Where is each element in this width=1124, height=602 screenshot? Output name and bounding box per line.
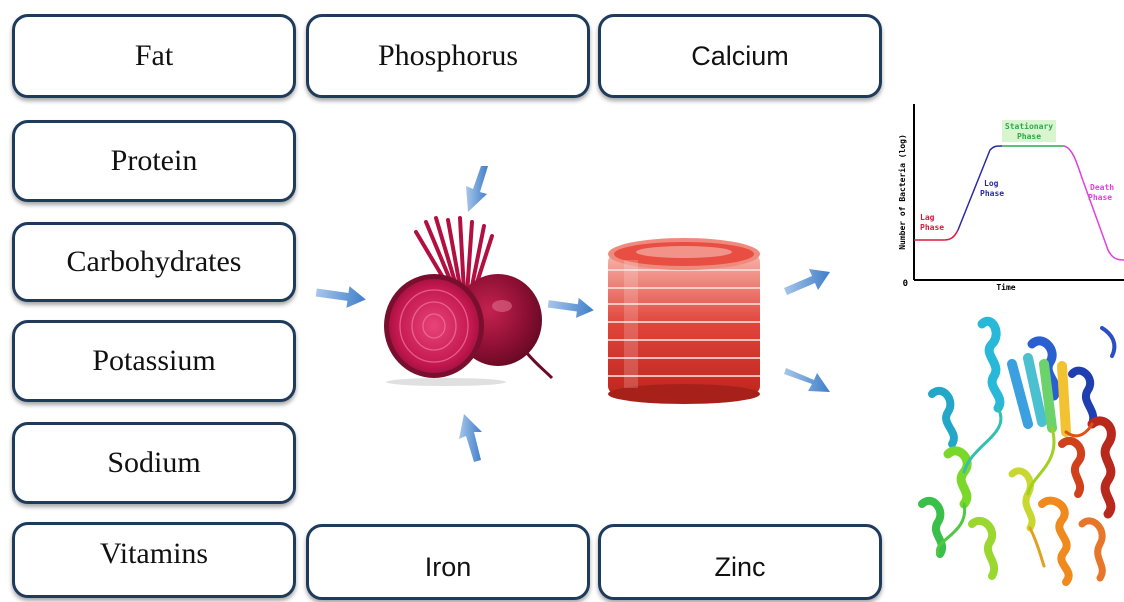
nutrient-box-fat: Fat: [12, 14, 296, 98]
nutrient-label: Iron: [425, 552, 472, 583]
nutrient-box-vitamins: Vitamins: [12, 522, 296, 598]
nutrient-box-sodium: Sodium: [12, 422, 296, 504]
nutrient-label: Calcium: [691, 41, 789, 72]
nutrient-box-calcium: Calcium: [598, 14, 882, 98]
nutrient-label: Phosphorus: [378, 39, 518, 73]
nutrient-box-phosphorus: Phosphorus: [306, 14, 590, 98]
nutrient-box-iron: Iron: [306, 524, 590, 600]
blue-arrow-icon: [452, 414, 486, 462]
blue-arrow-icon: [784, 266, 830, 296]
protein-ribbon-structure-image: [912, 304, 1122, 598]
petri-dish-stack-image: [604, 236, 764, 406]
blue-arrow-icon: [462, 166, 494, 214]
nutrient-label: Protein: [111, 144, 198, 178]
blue-arrow-icon: [786, 362, 832, 394]
nutrient-label: Zinc: [714, 552, 765, 583]
x-axis-label: Time: [996, 282, 1015, 292]
nutrient-label: Carbohydrates: [67, 245, 242, 279]
nutrient-label: Potassium: [92, 344, 215, 378]
origin-label: 0: [903, 279, 908, 289]
beetroot-image: [376, 216, 561, 386]
nutrient-box-zinc: Zinc: [598, 524, 882, 600]
nutrient-box-protein: Protein: [12, 120, 296, 202]
nutrient-box-potassium: Potassium: [12, 320, 296, 402]
nutrient-label: Sodium: [107, 446, 200, 480]
log-phase-curve: [958, 146, 1002, 230]
nutrient-label: Vitamins: [100, 537, 208, 571]
nutrient-box-carbohydrates: Carbohydrates: [12, 222, 296, 302]
y-axis-label: Number of Bacteria (log): [897, 134, 907, 250]
nutrient-label: Fat: [135, 39, 173, 73]
blue-arrow-icon: [316, 283, 366, 309]
death-phase-curve: [1064, 146, 1124, 260]
